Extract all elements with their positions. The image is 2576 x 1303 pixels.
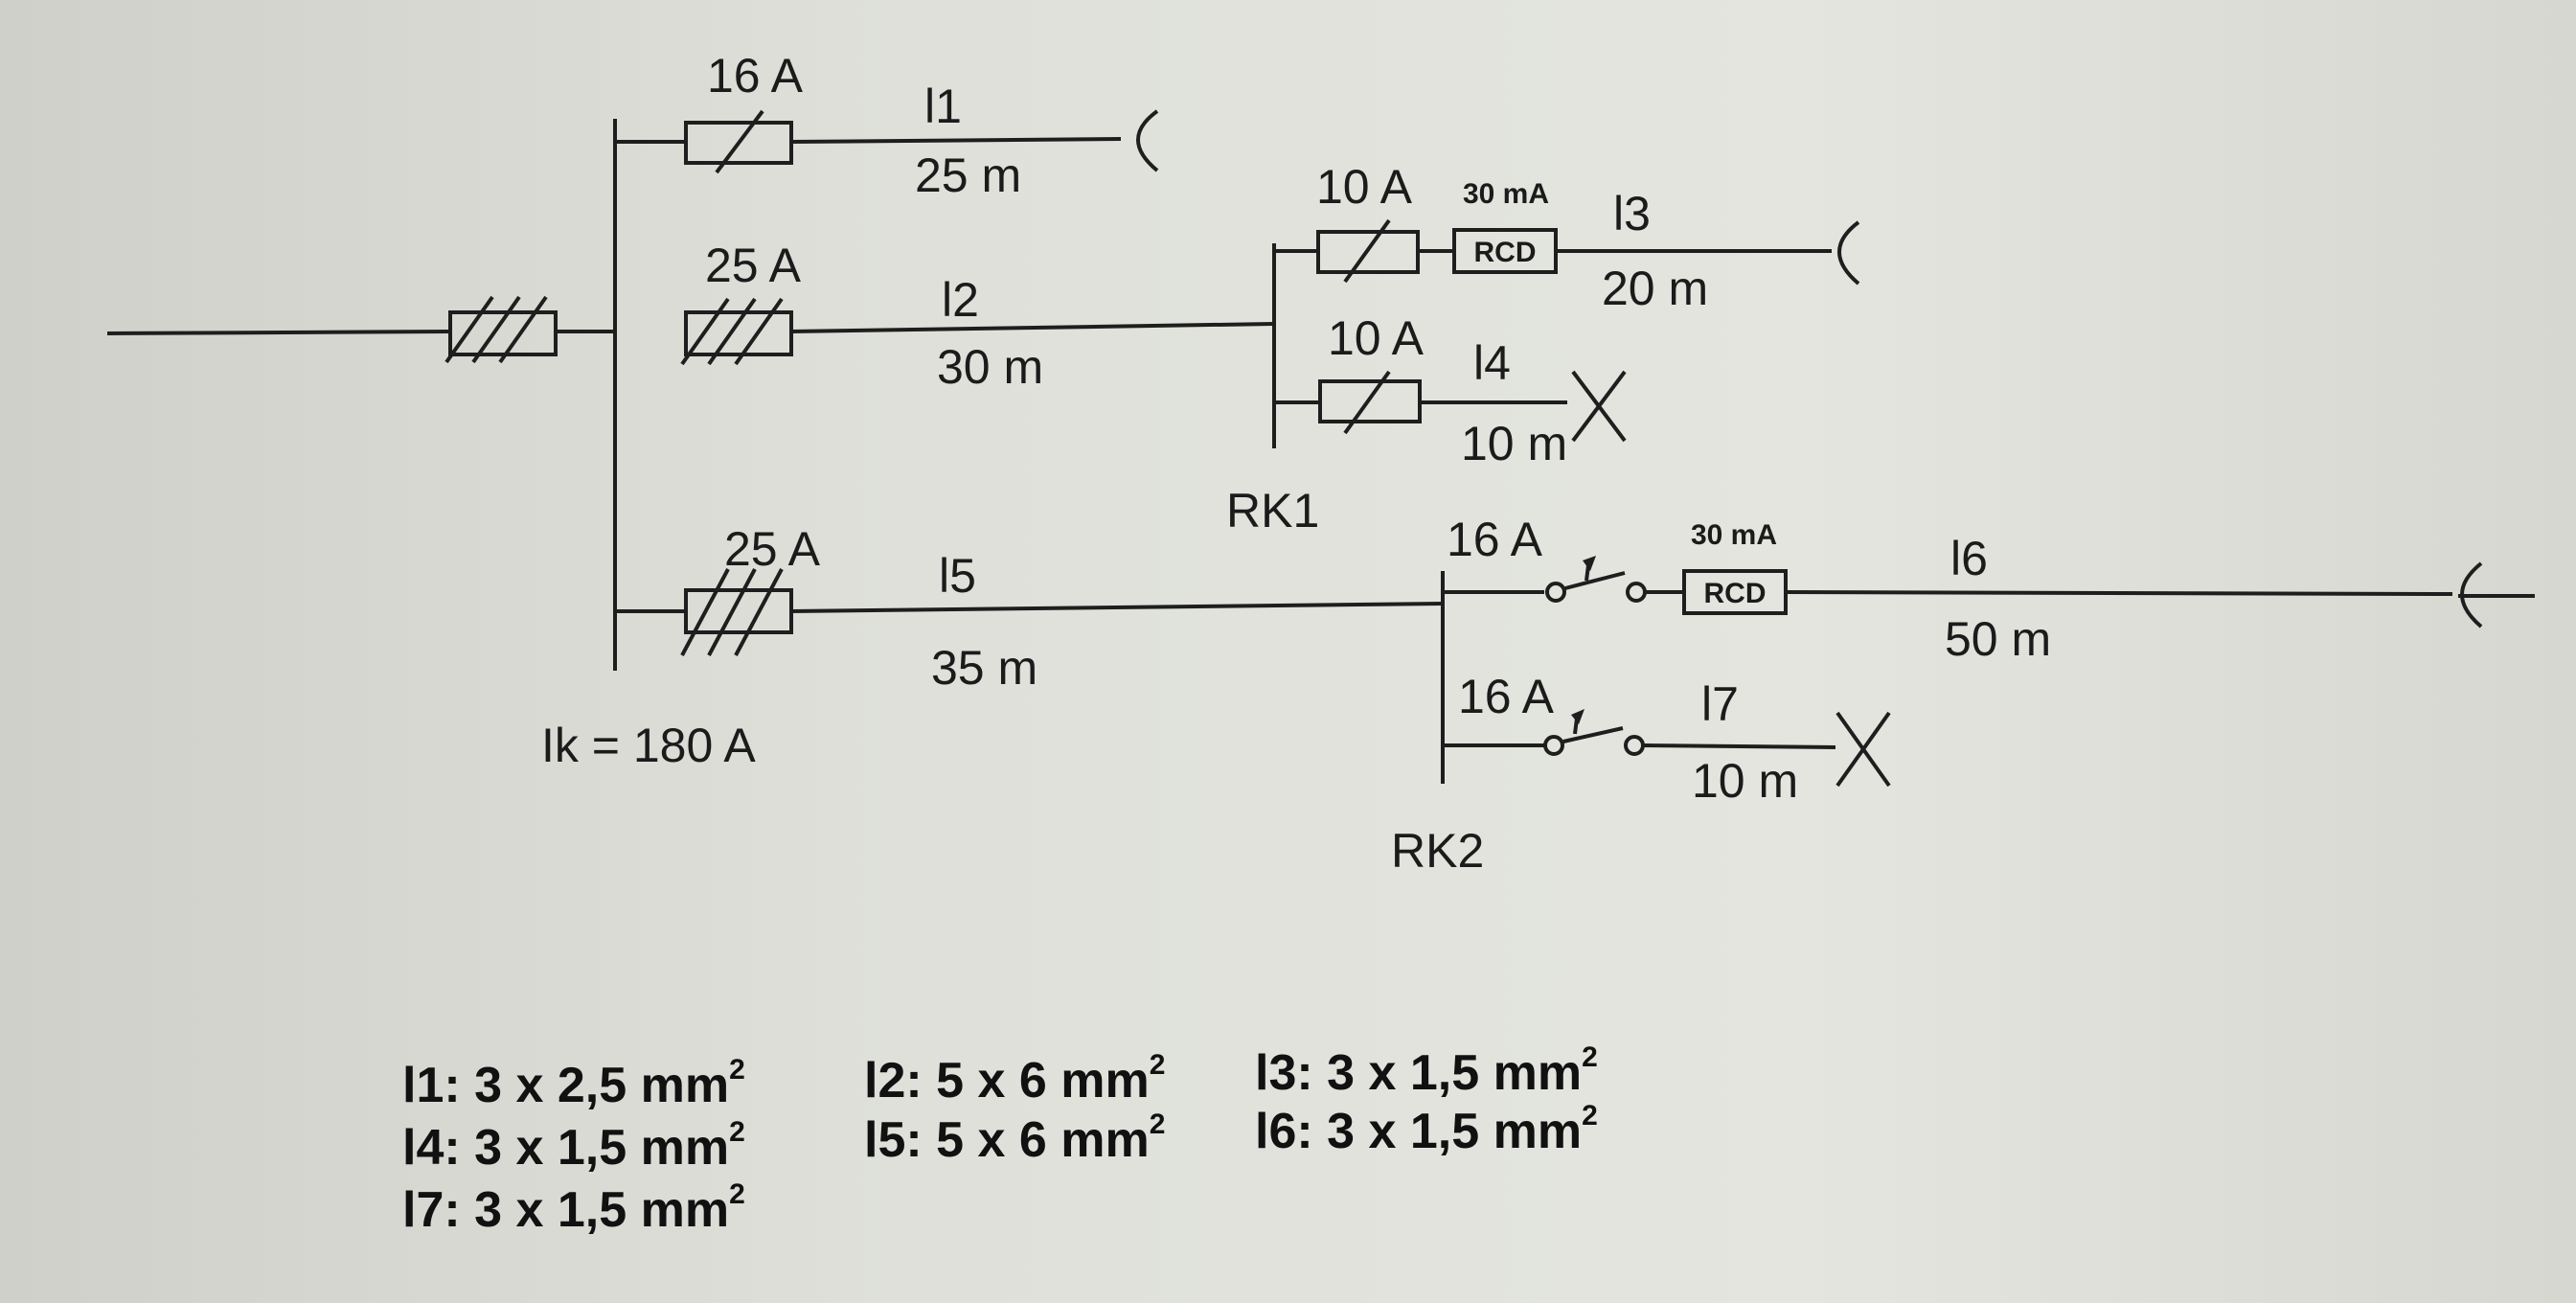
branch-l1: 16 A l1 25 m (615, 49, 1159, 202)
rcd-l3-label: RCD (1474, 237, 1537, 268)
incoming-feeder (106, 330, 613, 335)
cable-l7-name: l7 (1701, 677, 1739, 731)
legend-l3: l3: 3 x 1,5 mm2 (1255, 1041, 1598, 1101)
fuse-f4-label: 10 A (1328, 311, 1425, 365)
rcd-l6-rating: 30 mA (1691, 519, 1777, 551)
legend-l6: l6: 3 x 1,5 mm2 (1255, 1100, 1598, 1159)
cable-l3-name: l3 (1613, 187, 1651, 240)
fuse-f1-label: 16 A (707, 49, 804, 103)
rk2-label: RK2 (1391, 824, 1484, 878)
cable-l1-name: l1 (924, 80, 962, 133)
circuit-breaker-b6 (1545, 556, 1647, 603)
cable-l5-length: 35 m (931, 641, 1037, 695)
branch-l6: RCD 16 A 30 mA l6 50 m (1443, 513, 2535, 666)
cable-l4-name: l4 (1473, 336, 1511, 390)
cable-l4-length: 10 m (1461, 417, 1567, 470)
cable-legend: l1: 3 x 2,5 mm2 l2: 5 x 6 mm2 l3: 3 x 1,… (402, 1041, 1598, 1238)
rk1-label: RK1 (1226, 484, 1319, 537)
legend-l4: l4: 3 x 1,5 mm2 (402, 1116, 745, 1176)
cable-l6-length: 50 m (1945, 612, 2051, 666)
branch-l3: RCD 10 A 30 mA l3 20 m (1274, 160, 1860, 315)
legend-l7: l7: 3 x 1,5 mm2 (402, 1178, 745, 1238)
cable-l5-name: l5 (939, 549, 976, 603)
cable-l1-length: 25 m (915, 149, 1021, 202)
circuit-breaker-b7 (1543, 709, 1645, 756)
cable-l6-name: l6 (1950, 532, 1988, 585)
socket-icon (1837, 220, 1860, 286)
cable-l2-length: 30 m (937, 340, 1043, 394)
branch-l5: 25 A l5 35 m (615, 522, 1444, 695)
legend-l2: l2: 5 x 6 mm2 (864, 1049, 1165, 1109)
cable-l3-length: 20 m (1602, 262, 1708, 315)
breaker-b7-label: 16 A (1458, 670, 1555, 723)
short-circuit-current-label: Ik = 180 A (541, 719, 756, 772)
lamp-icon (1571, 370, 1627, 443)
cable-l2-name: l2 (942, 273, 979, 327)
main-fuse (445, 295, 558, 364)
branch-l2: 25 A l2 30 m (680, 239, 1275, 394)
legend-l5: l5: 5 x 6 mm2 (864, 1109, 1165, 1168)
breaker-b6-label: 16 A (1447, 513, 1543, 566)
fuse-f2-label: 25 A (705, 239, 802, 292)
branch-l7: 16 A l7 10 m (1443, 670, 1891, 808)
socket-icon (1136, 109, 1159, 172)
lamp-icon (1835, 711, 1891, 788)
cable-l7-length: 10 m (1692, 754, 1798, 808)
branch-l4: 10 A l4 10 m (1274, 311, 1627, 470)
rcd-l6-label: RCD (1704, 578, 1767, 609)
fuse-f5-label: 25 A (724, 522, 821, 576)
legend-l1: l1: 3 x 2,5 mm2 (402, 1054, 745, 1113)
fuse-f3-label: 10 A (1316, 160, 1413, 214)
rcd-l3-rating: 30 mA (1463, 178, 1549, 210)
